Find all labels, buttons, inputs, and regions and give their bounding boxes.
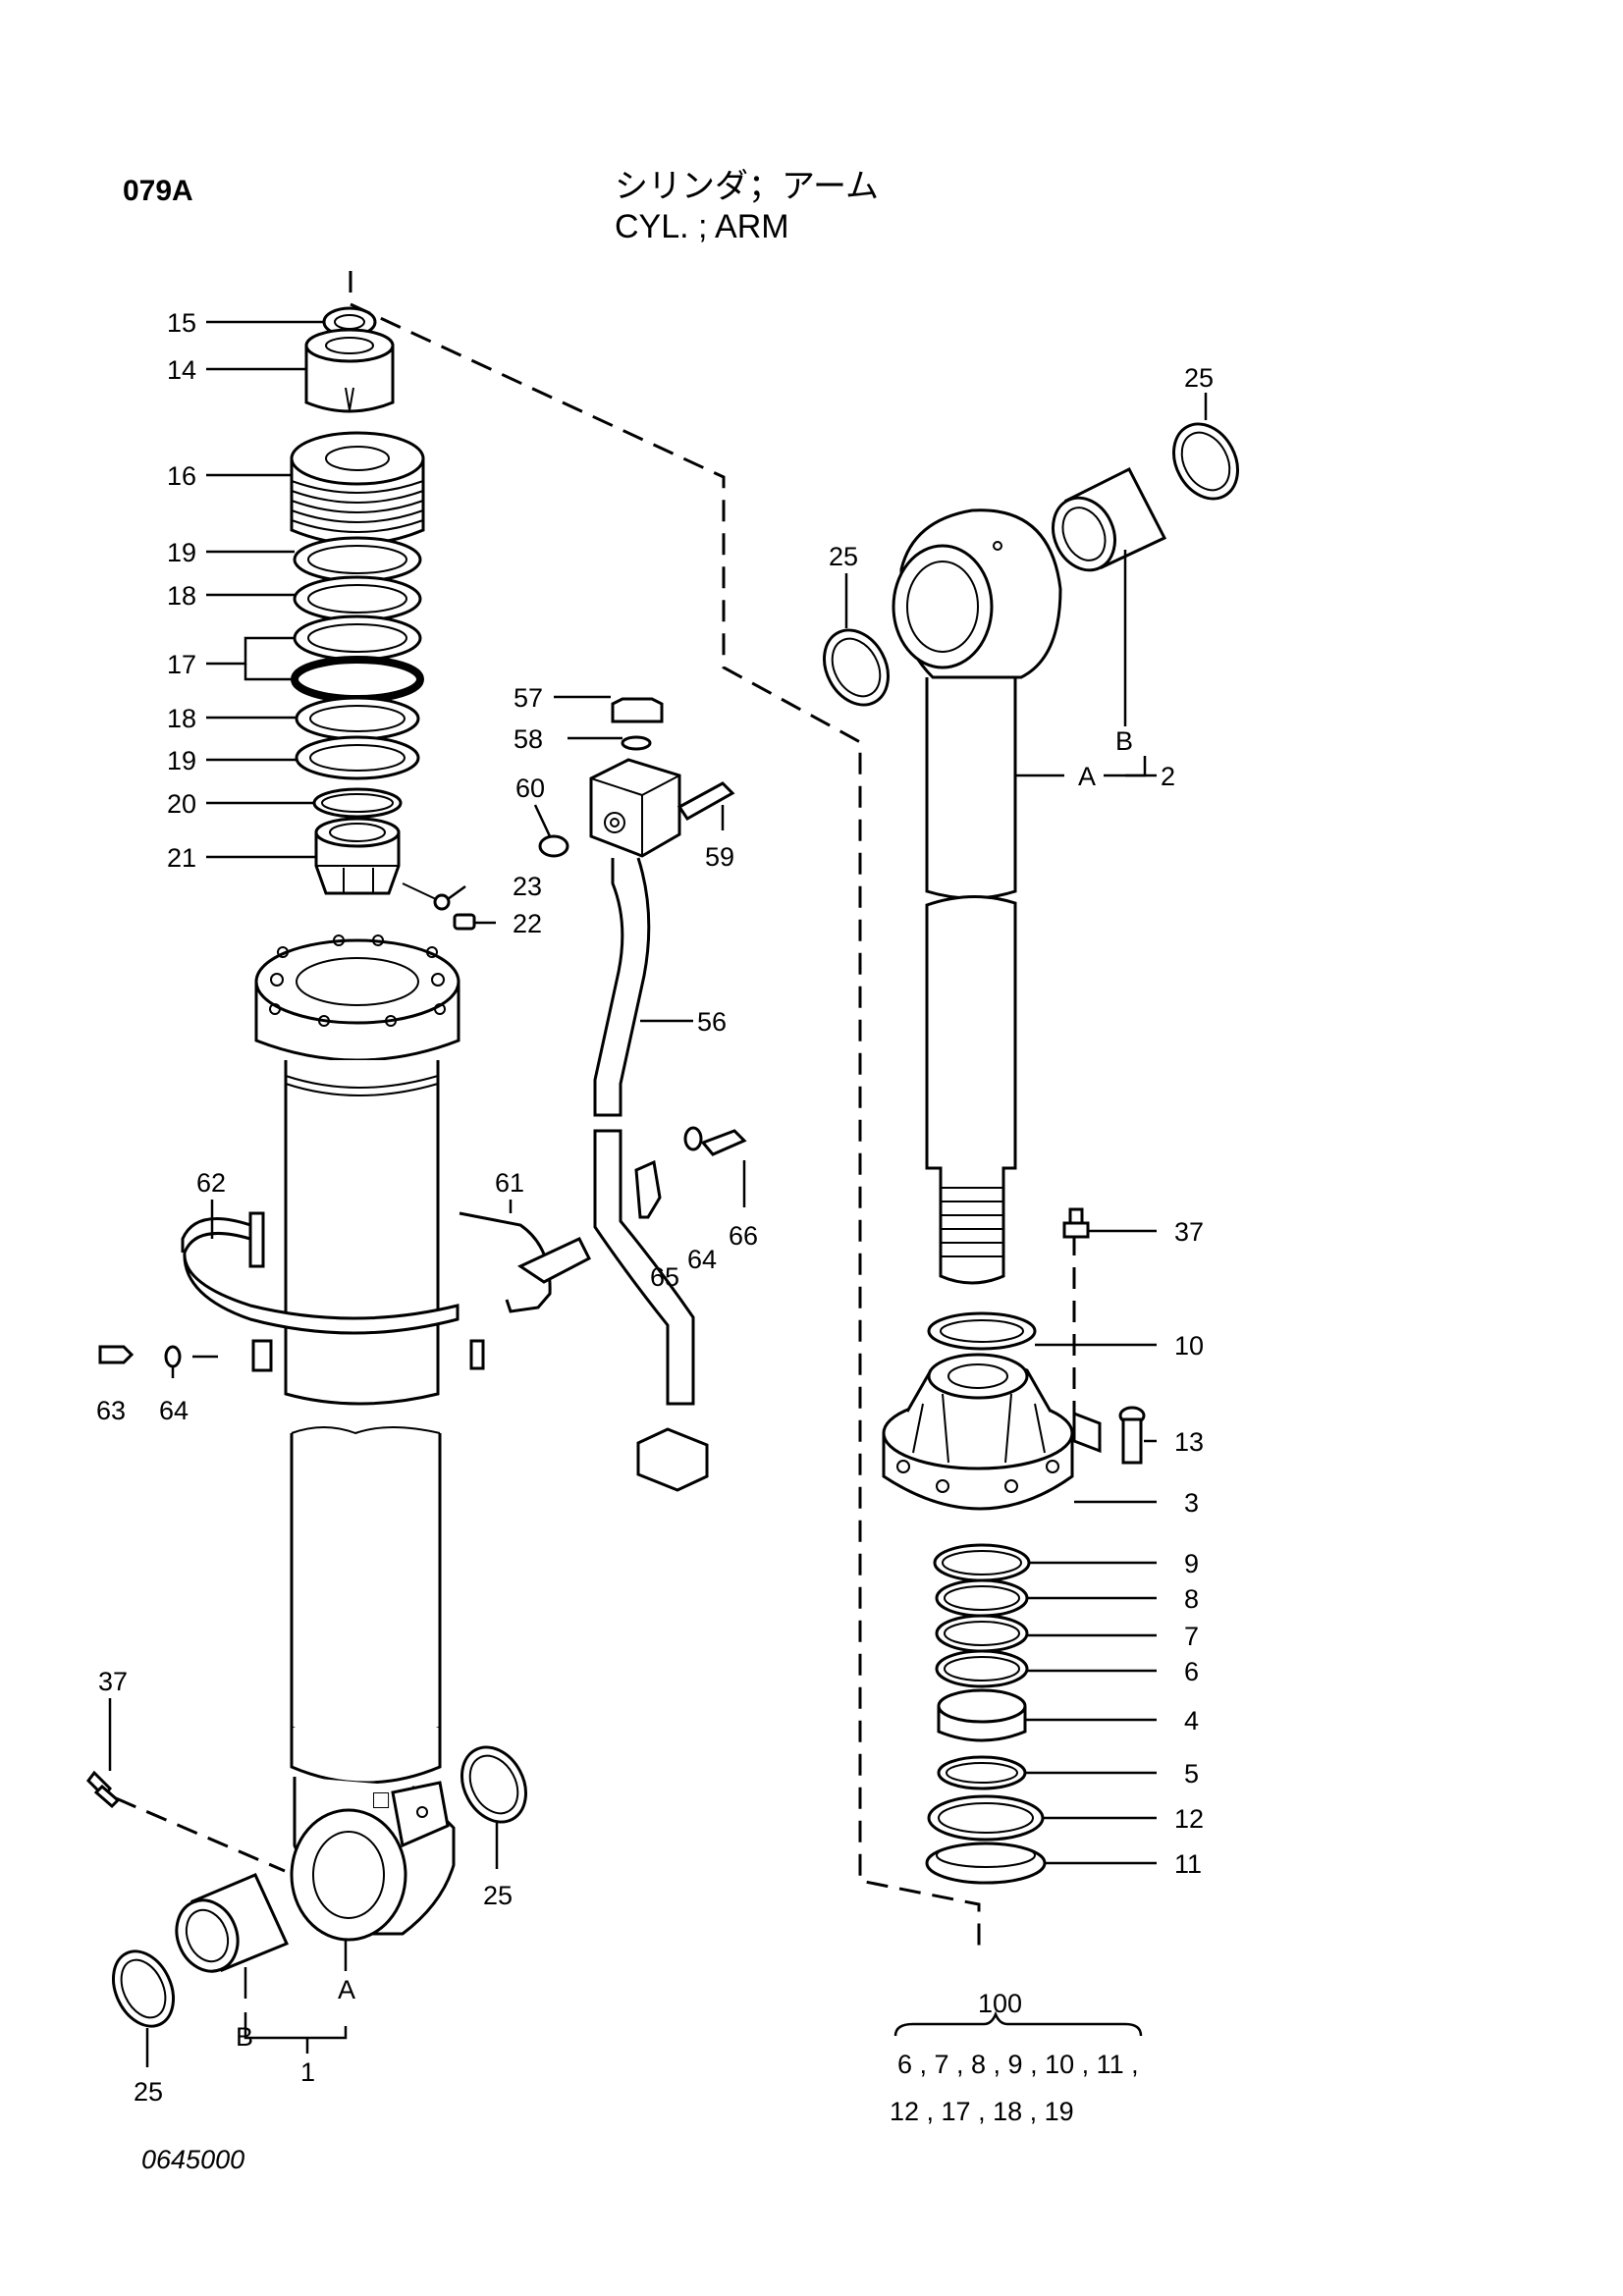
steel-ball-23 xyxy=(433,893,451,911)
callout-18-upper: 18 xyxy=(167,581,196,611)
callout-7: 7 xyxy=(1184,1622,1199,1651)
callout-23: 23 xyxy=(513,872,542,901)
callout-11: 11 xyxy=(1174,1849,1202,1879)
callout-21: 21 xyxy=(167,843,196,873)
callout-17: 17 xyxy=(167,650,196,679)
callout-25-rod-left: 25 xyxy=(829,542,858,571)
callout-A-tube: A xyxy=(338,1975,355,2004)
socket-bolt-13 xyxy=(1118,1406,1146,1465)
grease-nipple-37-rod xyxy=(1062,1207,1090,1239)
callout-64-right: 64 xyxy=(687,1245,717,1274)
set-screw-22 xyxy=(453,913,476,931)
callout-3: 3 xyxy=(1184,1488,1199,1518)
callout-1: 1 xyxy=(300,2057,315,2087)
callout-37-rod: 37 xyxy=(1174,1217,1204,1247)
callout-A-rod: A xyxy=(1078,762,1096,791)
callout-15: 15 xyxy=(167,308,196,338)
callout-25-tube-left: 25 xyxy=(134,2077,163,2107)
callout-18-lower: 18 xyxy=(167,704,196,733)
dust-wiper-14 xyxy=(304,328,395,413)
callout-B-tube: B xyxy=(236,2022,253,2052)
callout-5: 5 xyxy=(1184,1759,1199,1789)
callout-4: 4 xyxy=(1184,1706,1199,1735)
piston-3 xyxy=(882,1353,1102,1511)
callout-66: 66 xyxy=(729,1221,758,1251)
title-english: CYL. ; ARM xyxy=(615,208,789,245)
callout-25-rod-top: 25 xyxy=(1184,363,1214,393)
piston-ring-stack xyxy=(925,1543,1047,1885)
callout-63: 63 xyxy=(96,1396,126,1425)
grease-nipple-37-tube xyxy=(86,1770,121,1809)
seal-25-tube-right xyxy=(460,1745,527,1824)
callout-16: 16 xyxy=(167,461,196,491)
callout-59: 59 xyxy=(705,842,734,872)
seal-25-rod-top xyxy=(1172,422,1239,501)
drawing-number: 0645000 xyxy=(141,2145,245,2174)
kit-contents-line1: 6 , 7 , 8 , 9 , 10 , 11 , xyxy=(897,2050,1139,2079)
callout-62: 62 xyxy=(196,1168,226,1198)
pipe-block-57-59 xyxy=(538,697,735,858)
callout-60: 60 xyxy=(515,774,545,803)
callout-8: 8 xyxy=(1184,1584,1199,1614)
seal-ring-stack xyxy=(291,536,424,819)
callout-14: 14 xyxy=(167,355,196,385)
bushing-B-rod xyxy=(1052,466,1167,572)
callout-19-lower: 19 xyxy=(167,746,196,775)
callout-6: 6 xyxy=(1184,1657,1199,1686)
callout-20: 20 xyxy=(167,789,196,819)
callout-65: 65 xyxy=(650,1262,679,1292)
callout-10: 10 xyxy=(1174,1331,1204,1361)
callout-22: 22 xyxy=(513,909,542,938)
bushing-B-tube xyxy=(175,1873,290,1973)
callout-25-tube-right: 25 xyxy=(483,1881,513,1910)
callout-9: 9 xyxy=(1184,1549,1199,1578)
hose-56 xyxy=(593,857,709,1492)
callout-B-rod: B xyxy=(1115,726,1133,756)
piston-rod-2 xyxy=(892,508,1062,1285)
callout-57: 57 xyxy=(514,683,543,713)
callout-2: 2 xyxy=(1161,762,1175,791)
seal-25-tube-left xyxy=(112,1949,175,2028)
clamp-61-62 xyxy=(98,1126,747,1372)
cylinder-head-16 xyxy=(290,431,425,546)
callout-58: 58 xyxy=(514,724,543,754)
rod-seal-10 xyxy=(927,1311,1037,1351)
kit-contents-line2: 12 , 17 , 18 , 19 xyxy=(890,2097,1074,2126)
grease-nipple-guide-line xyxy=(115,1796,286,1873)
callout-37-tube: 37 xyxy=(98,1667,128,1696)
assembly-guide-line xyxy=(349,271,981,1951)
nut-21 xyxy=(314,817,401,895)
title-japanese: シリンダ；アーム xyxy=(615,168,879,205)
callout-19-upper: 19 xyxy=(167,538,196,567)
page-code: 079A xyxy=(123,175,193,207)
callout-labels: 15 14 16 19 18 17 18 19 20 21 23 22 57 5… xyxy=(96,308,1214,2126)
callout-13: 13 xyxy=(1174,1427,1204,1457)
leader xyxy=(402,882,437,900)
callout-61: 61 xyxy=(495,1168,524,1198)
svg-text:□: □ xyxy=(373,1785,390,1814)
callout-64-left: 64 xyxy=(159,1396,189,1425)
seal-25-rod-left xyxy=(823,628,890,707)
cylinder-tube-1 xyxy=(254,934,460,1942)
kit-number: 100 xyxy=(978,1989,1022,2018)
leader-lines xyxy=(108,320,1208,2067)
callout-56: 56 xyxy=(697,1007,727,1037)
callout-12: 12 xyxy=(1174,1804,1204,1834)
